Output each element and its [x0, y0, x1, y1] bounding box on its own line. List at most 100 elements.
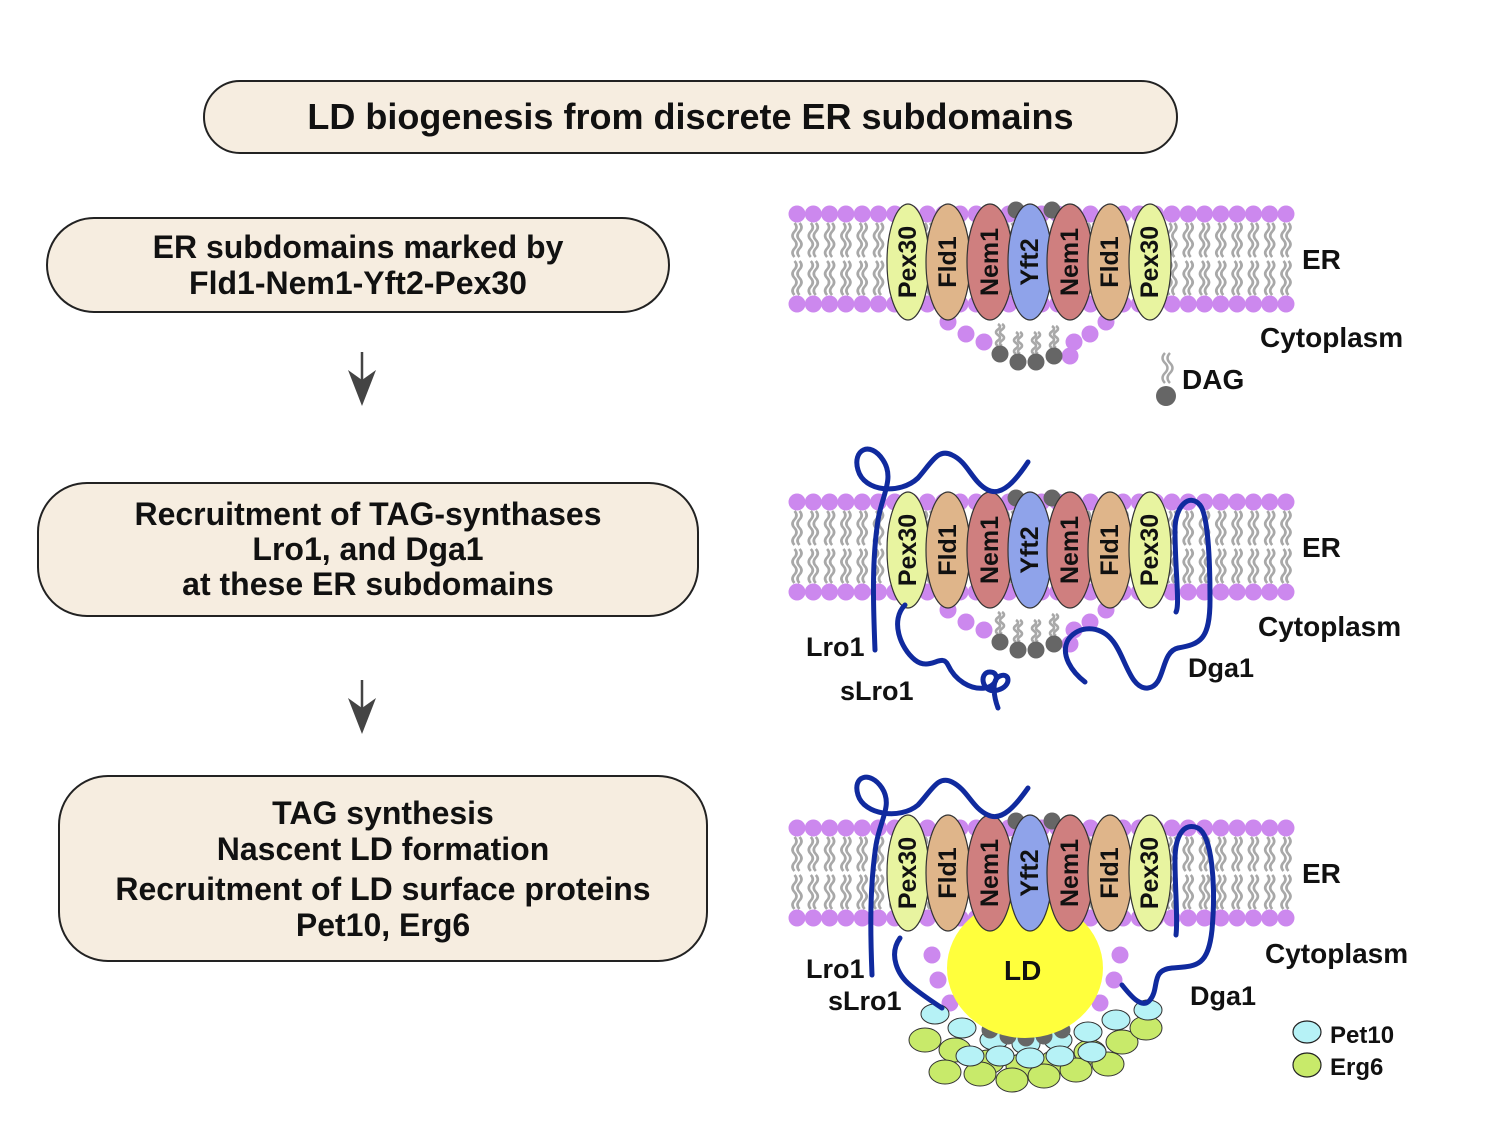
protein-label: Fld1: [1096, 847, 1124, 898]
pet10-protein: [1045, 1045, 1075, 1067]
lipid-head: [1228, 819, 1246, 837]
lipid-head: [788, 909, 806, 927]
protein-pex30: Pex30: [886, 814, 930, 932]
protein-label: Fld1: [934, 236, 962, 287]
lipid-head: [788, 493, 806, 511]
lipid-head: [1228, 295, 1246, 313]
lipid-head: [1081, 325, 1099, 343]
lipid-head: [853, 909, 871, 927]
lipid-head: [1261, 295, 1279, 313]
lipid-head: [821, 909, 839, 927]
lipid-head: [1277, 493, 1295, 511]
lipid-head: [821, 583, 839, 601]
lipid-head: [1244, 295, 1262, 313]
pet10-label: Pet10: [1330, 1022, 1394, 1049]
pet10-protein: [1073, 1021, 1103, 1043]
step-3-line-1: TAG synthesis: [272, 794, 494, 831]
dga1-label: Dga1: [1190, 981, 1256, 1011]
protein-fld1: Fld1: [1087, 814, 1133, 932]
er-label: ER: [1302, 858, 1341, 889]
lipid-head: [929, 971, 947, 989]
lipid-head: [853, 819, 871, 837]
lipid-head: [804, 583, 822, 601]
step-2-box: Recruitment of TAG-synthases Lro1, and D…: [37, 482, 699, 617]
slro1-label: sLro1: [828, 986, 902, 1016]
lipid-head: [1261, 493, 1279, 511]
pet10-legend-icon: [1292, 1020, 1322, 1044]
lipid-head: [1163, 819, 1181, 837]
pet10-protein: [985, 1045, 1015, 1067]
lro1-chain: [854, 446, 1031, 653]
lipid-head: [821, 819, 839, 837]
lipid-head: [788, 295, 806, 313]
lipid-head: [957, 613, 975, 631]
step-3-line-2: Nascent LD formation: [216, 830, 550, 867]
protein-label: Fld1: [934, 524, 962, 575]
lipid-head: [804, 205, 822, 223]
flow-arrow-2: [348, 680, 376, 734]
lipid-head: [1212, 583, 1230, 601]
lipid-head: [1261, 909, 1279, 927]
lipid-head: [1261, 583, 1279, 601]
step-2-line-3: at these ER subdomains: [182, 566, 554, 602]
step-2-line-2: Lro1, and Dga1: [252, 531, 484, 567]
lipid-head: [1081, 205, 1099, 223]
protein-pex30: Pex30: [886, 203, 930, 321]
pet10-protein: [1077, 1041, 1107, 1063]
lipid-head: [788, 205, 806, 223]
dga1-label: Dga1: [1188, 653, 1254, 683]
protein-label: Nem1: [976, 228, 1004, 296]
lipid-head: [1261, 205, 1279, 223]
lipid-head: [918, 205, 936, 223]
lipid-droplet: [947, 898, 1103, 1038]
lipid-head: [821, 205, 839, 223]
dag-legend-icon: [1156, 352, 1176, 406]
pet10-protein: [1015, 1047, 1045, 1069]
pet10-protein: [920, 1003, 950, 1025]
lro1-label: Lro1: [806, 632, 865, 662]
lipid-head: [1179, 295, 1197, 313]
erg6-legend-icon: [1292, 1052, 1322, 1078]
lipid-head: [1091, 994, 1109, 1012]
protein-label: Nem1: [1056, 839, 1084, 907]
protein-label: Pex30: [1136, 514, 1164, 586]
lro1-chain: [854, 774, 1031, 978]
slro1-chain: [892, 935, 945, 1011]
lipid-head: [788, 819, 806, 837]
dag-molecule: [1045, 347, 1063, 365]
lipid-head: [870, 295, 887, 313]
protein-fld1: Fld1: [1087, 491, 1133, 609]
lipid-head: [1244, 583, 1262, 601]
dag-label: DAG: [1182, 364, 1244, 395]
page-title: LD biogenesis from discrete ER subdomain…: [307, 96, 1074, 137]
dag-molecule: [1045, 635, 1063, 653]
protein-label: Nem1: [1056, 516, 1084, 584]
slro1-chain: [895, 602, 1011, 711]
lipid-head: [1179, 583, 1197, 601]
protein-yft2: Yft2: [1007, 814, 1053, 932]
lipid-head: [1277, 909, 1295, 927]
lipid-head: [1179, 205, 1197, 223]
lipid-head: [821, 295, 839, 313]
erg6-protein: [1105, 1029, 1139, 1055]
protein-label: Pex30: [894, 226, 922, 298]
dga1-chain: [1062, 497, 1213, 691]
lipid-head: [923, 946, 941, 964]
lipid-head: [804, 493, 822, 511]
lipid-head: [1196, 295, 1213, 313]
lipid-head: [975, 621, 993, 639]
lipid-head: [1105, 971, 1123, 989]
lipid-head: [821, 493, 839, 511]
lipid-head: [804, 819, 822, 837]
lipid-head: [1277, 819, 1295, 837]
lipid-head: [870, 205, 887, 223]
cytoplasm-label: Cytoplasm: [1258, 611, 1401, 642]
lipid-head: [1212, 819, 1230, 837]
protein-label: Pex30: [894, 514, 922, 586]
lipid-head: [1228, 583, 1246, 601]
step-3-line-3: Recruitment of LD surface proteins: [115, 870, 651, 907]
flow-arrow-1: [348, 352, 376, 406]
protein-label: Yft2: [1016, 526, 1044, 573]
